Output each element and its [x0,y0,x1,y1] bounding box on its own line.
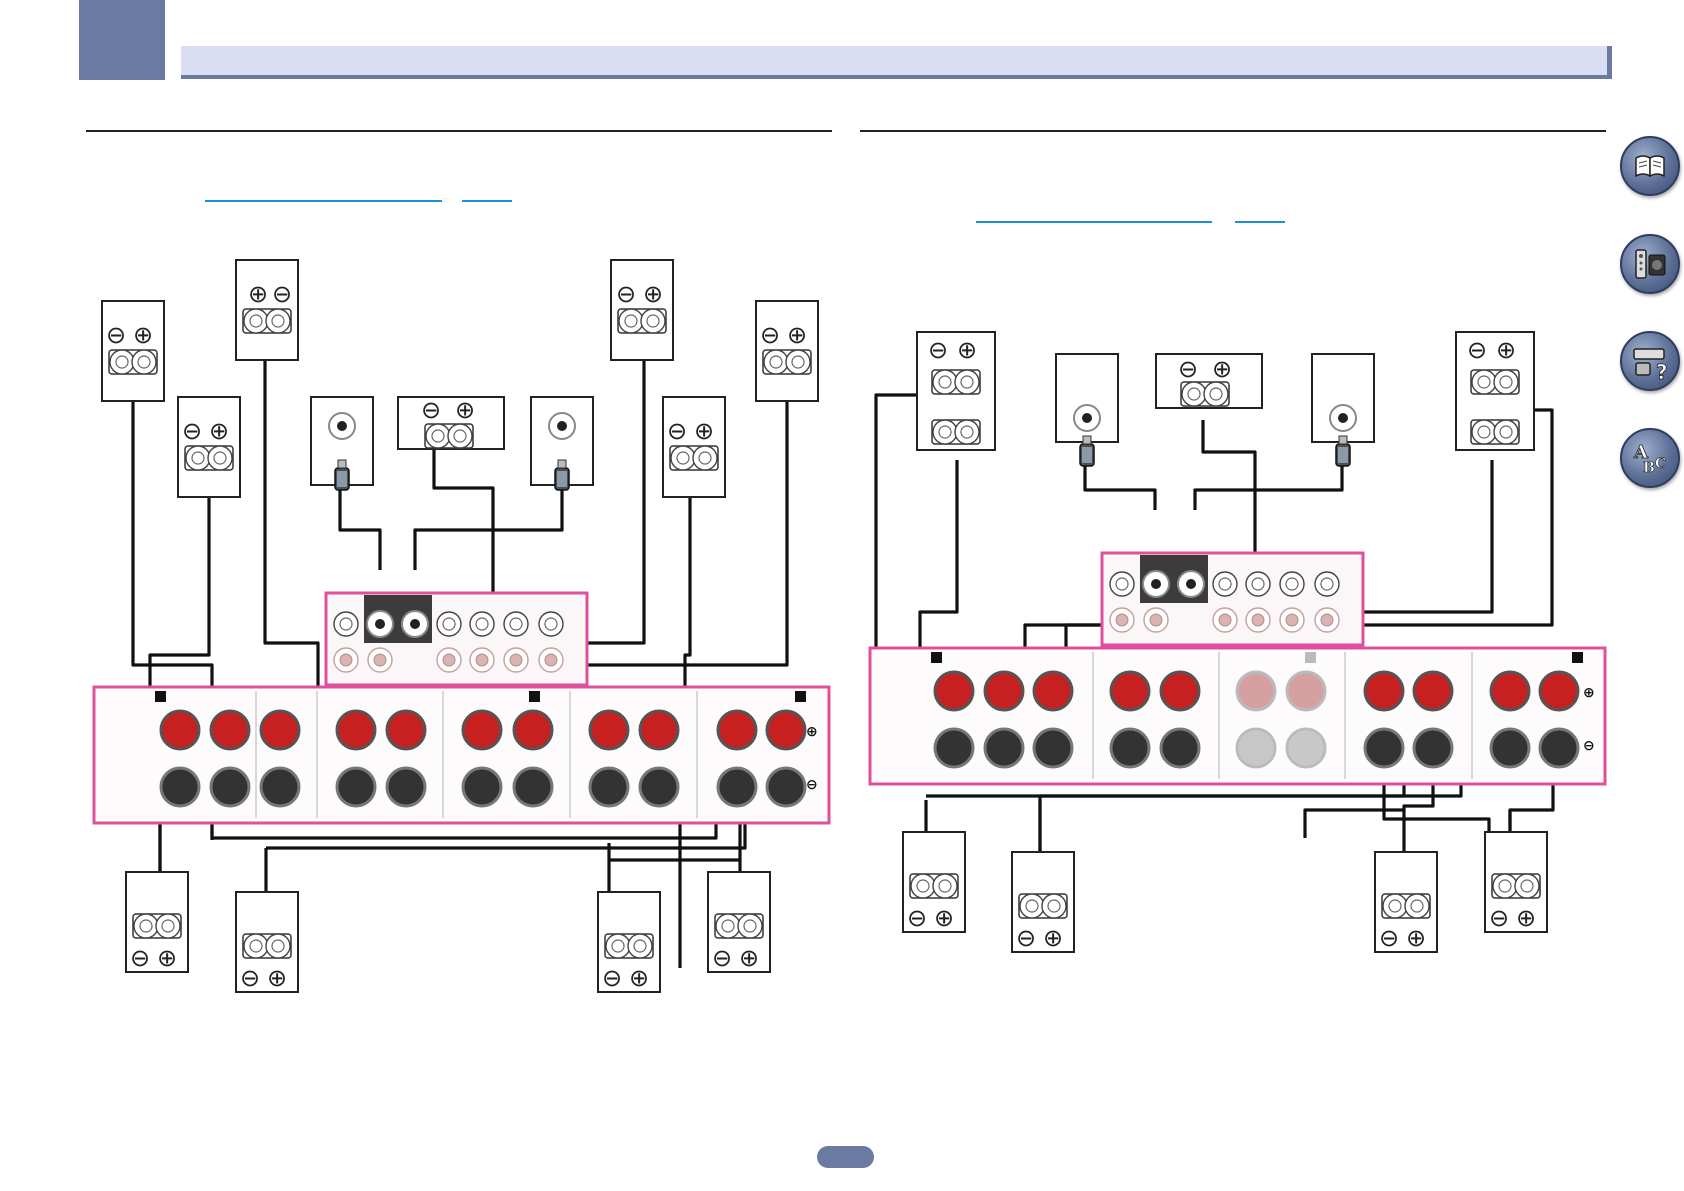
svg-text:⊖: ⊖ [272,280,292,308]
svg-text:⊕: ⊕ [1496,336,1516,364]
svg-text:⊖: ⊖ [1016,924,1036,952]
svg-text:⊖: ⊖ [667,417,687,445]
speaker-surround-back-left-2: ⊖ ⊕ [235,891,299,993]
svg-text:⊕: ⊕ [1516,904,1536,932]
speaker-front-left: ⊖ ⊕ [101,300,165,402]
svg-text:⊖: ⊖ [806,777,818,793]
svg-text:⊖: ⊖ [602,964,622,992]
svg-text:B: B [1643,460,1655,476]
speaker-surround-right-a: ⊖ ⊕ [662,396,726,498]
svg-text:⊕: ⊕ [934,904,954,932]
svg-text:⊖: ⊖ [760,321,780,349]
question-receiver-icon[interactable]: ? [1620,331,1680,391]
svg-text:⊕: ⊕ [1043,924,1063,952]
svg-text:⊖: ⊖ [1583,738,1595,754]
svg-text:⊖: ⊖ [1489,904,1509,932]
speaker-front-right-r: ⊖ ⊕ [1455,331,1535,451]
svg-text:⊖: ⊖ [616,280,636,308]
speaker-center-r: ⊖ ⊕ [1155,353,1263,409]
speaker-surround-back-right: ⊖ ⊕ [707,871,771,973]
cross-reference-link-1[interactable] [205,200,442,202]
svg-text:⊖: ⊖ [130,944,150,972]
header-bar [181,46,1612,79]
svg-text:⊖: ⊖ [1467,336,1487,364]
speaker-surround-right-r: ⊖ ⊕ [1484,831,1548,933]
svg-text:⊕: ⊕ [133,321,153,349]
speaker-front-left-high: ⊕ ⊖ [235,259,299,361]
svg-text:⊖: ⊖ [907,904,927,932]
svg-text:⊕: ⊕ [629,964,649,992]
svg-text:⊖: ⊖ [928,336,948,364]
subwoofer-right [530,396,594,491]
svg-text:⊖: ⊖ [421,396,441,424]
svg-text:⊖: ⊖ [1379,924,1399,952]
book-icon[interactable] [1620,136,1680,196]
svg-text:⊕: ⊕ [157,944,177,972]
cross-reference-link-2[interactable] [462,200,512,202]
terminals-negative-row [159,766,807,808]
right-preout-panel [1100,551,1365,647]
left-speaker-terminal-panel: ⊕ ⊖ [92,685,831,825]
svg-text:?: ? [1656,360,1668,384]
svg-text:⊕: ⊕ [209,417,229,445]
section-rule-right [860,130,1606,132]
terminals-negative-row-r [933,727,1580,769]
svg-text:⊕: ⊕ [787,321,807,349]
cross-reference-link-4[interactable] [1235,221,1285,223]
svg-text:A: A [1633,442,1649,463]
speaker-surround-left-r: ⊖ ⊕ [902,831,966,933]
svg-text:⊕: ⊕ [806,724,818,740]
speaker-center: ⊖ ⊕ [397,396,505,450]
svg-text:⊖: ⊖ [182,417,202,445]
speaker-front-right-high: ⊖ ⊕ [610,259,674,361]
svg-text:⊕: ⊕ [455,396,475,424]
speaker-surround-left-2-r: ⊖ ⊕ [1011,851,1075,953]
page-number-pill [817,1146,874,1168]
right-speaker-terminal-panel: ⊕ ⊖ [868,646,1607,786]
terminals-positive-row [159,709,807,751]
cross-reference-link-3[interactable] [976,221,1212,223]
svg-text:⊕: ⊕ [1406,924,1426,952]
abc-glossary-icon[interactable]: A B C [1620,428,1680,488]
section-rule-left [86,130,832,132]
chapter-tab [79,0,165,80]
left-diagram: ⊕ ⊖ ⊖ ⊕ ⊖ ⊕ ⊖ ⊕ [92,259,831,993]
speaker-surround-back-left: ⊖ ⊕ [125,871,189,973]
svg-text:⊕: ⊕ [267,964,287,992]
svg-text:⊕: ⊕ [1583,685,1595,701]
speaker-surround-right-2-r: ⊖ ⊕ [1374,851,1438,953]
svg-text:⊕: ⊕ [1212,355,1232,383]
svg-text:⊖: ⊖ [1178,355,1198,383]
svg-text:⊖: ⊖ [712,944,732,972]
subwoofer-left [310,396,374,491]
speaker-front-left-r: ⊖ ⊕ [916,331,996,451]
svg-text:⊕: ⊕ [248,280,268,308]
svg-text:⊕: ⊕ [739,944,759,972]
svg-text:⊖: ⊖ [240,964,260,992]
terminals-positive-row-r [933,670,1580,712]
svg-text:⊕: ⊕ [643,280,663,308]
subwoofer-right-r [1311,353,1375,467]
svg-text:⊕: ⊕ [694,417,714,445]
speaker-front-right: ⊖ ⊕ [755,300,819,402]
speaker-surround-left-a: ⊖ ⊕ [177,396,241,498]
right-diagram: ⊖ ⊕ ⊖ ⊕ ⊖ ⊕ [868,331,1607,953]
remote-control-icon[interactable] [1620,234,1680,294]
svg-text:⊖: ⊖ [106,321,126,349]
left-preout-panel [324,591,589,687]
speaker-surround-back-right-2: ⊖ ⊕ [597,891,661,993]
svg-text:⊕: ⊕ [957,336,977,364]
svg-text:C: C [1655,456,1666,472]
subwoofer-left-r [1055,353,1119,467]
